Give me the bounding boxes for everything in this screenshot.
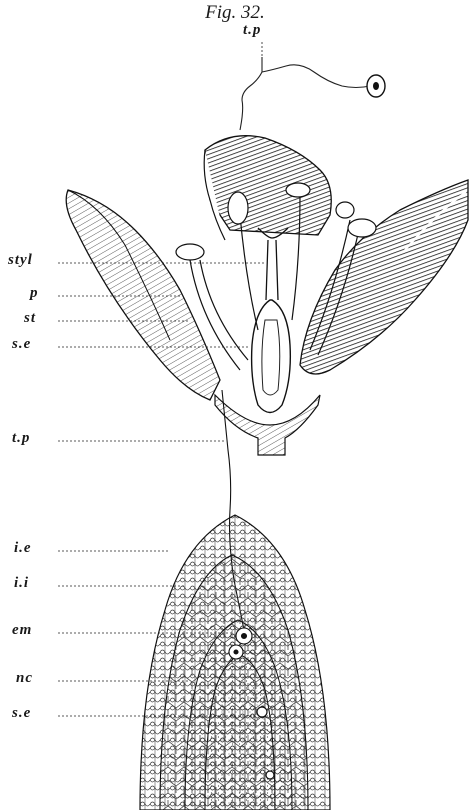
embryo-sac-nucleus (257, 707, 267, 717)
style (266, 240, 278, 300)
left-petal (66, 190, 220, 400)
back-petal (205, 136, 331, 235)
